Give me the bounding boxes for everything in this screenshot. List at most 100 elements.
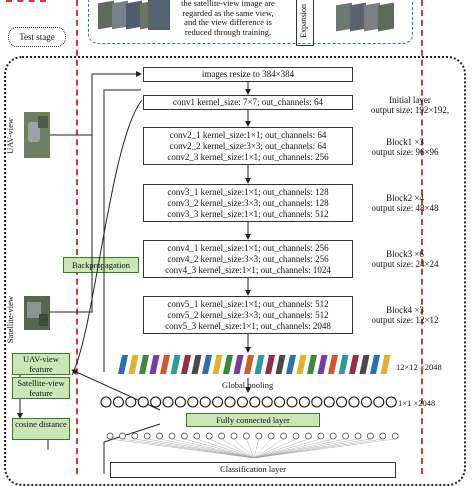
pooled-node bbox=[373, 396, 385, 408]
uav-view-image bbox=[24, 112, 50, 158]
fc-connection bbox=[253, 438, 309, 458]
feature-map-slice bbox=[265, 355, 275, 374]
block2-box: conv3_1 kernel_size:1×1; out_channels: 1… bbox=[143, 184, 353, 222]
fc-connection bbox=[184, 438, 255, 458]
red-dashed-line-right bbox=[421, 0, 423, 474]
red-dashed-line-left bbox=[76, 0, 78, 474]
fc-connection bbox=[253, 438, 396, 458]
fc-connection bbox=[209, 438, 255, 458]
fc-connection bbox=[253, 438, 272, 458]
pooled-node bbox=[336, 396, 348, 408]
feature-map-slice bbox=[349, 355, 359, 374]
feature-map-slice bbox=[128, 355, 139, 374]
block1-label: Block1 ×3 output size: 96×96 bbox=[371, 137, 439, 157]
fc-connection bbox=[134, 438, 255, 458]
feature-map-slice bbox=[286, 355, 296, 374]
pooled-node bbox=[100, 396, 112, 408]
expansion-box bbox=[296, 0, 314, 46]
resize-box: images resize to 384×384 bbox=[143, 67, 353, 82]
red-dashed-line-topleft bbox=[6, 0, 46, 2]
fc-node bbox=[218, 432, 225, 440]
pooled-node bbox=[249, 396, 261, 408]
pooled-node bbox=[274, 396, 286, 408]
fc-connection bbox=[233, 438, 255, 458]
feature-map-slice bbox=[118, 355, 128, 374]
feature-map-slice bbox=[307, 355, 317, 374]
block4-label: Block4 ×3 output size: 12×12 bbox=[371, 305, 439, 325]
top-caption: the satellite-view image are regarded as… bbox=[181, 0, 275, 37]
feature-map-slice bbox=[160, 355, 170, 374]
pooled-node bbox=[224, 396, 236, 408]
pooled-node bbox=[162, 396, 174, 408]
fc-connection bbox=[196, 438, 255, 458]
top-dashed-region bbox=[88, 0, 413, 44]
fc-nodes-row bbox=[106, 432, 399, 458]
feature-map-slice bbox=[233, 355, 244, 374]
fc-node bbox=[156, 432, 163, 440]
feature-map-slice bbox=[139, 355, 149, 374]
feature-map-slice bbox=[223, 355, 233, 374]
block3-box: conv4_1 kernel_size:1×1; out_channels: 2… bbox=[143, 240, 353, 278]
block4-box: conv5_1 kernel_size:1×1; out_channels: 5… bbox=[143, 296, 353, 334]
fc-connection bbox=[246, 438, 255, 458]
satellite-view-feature: Satellite-view feature bbox=[12, 377, 70, 399]
pooled-node bbox=[125, 396, 137, 408]
fc-node bbox=[181, 432, 188, 440]
feature-map-slice bbox=[170, 355, 181, 374]
pooled-node bbox=[187, 396, 199, 408]
test-stage-box bbox=[8, 27, 66, 47]
backpropagation-label: Backpropagation bbox=[63, 257, 139, 273]
pooled-node bbox=[298, 396, 310, 408]
fc-node bbox=[255, 432, 263, 440]
feature-map-slice bbox=[275, 355, 286, 374]
fc-node bbox=[342, 432, 350, 440]
pooled-node bbox=[360, 396, 372, 408]
pooled-node bbox=[137, 396, 149, 408]
feature-map-slice bbox=[181, 355, 191, 374]
block1-box: conv2_1 kernel_size:1×1; out_channels: 6… bbox=[143, 127, 353, 165]
fc-node bbox=[230, 432, 238, 440]
pooled-node bbox=[286, 396, 298, 408]
pooled-node bbox=[150, 396, 162, 408]
fc-connection bbox=[253, 438, 383, 458]
fc-node bbox=[168, 432, 176, 440]
feature-map-slice bbox=[380, 355, 391, 374]
pooled-node bbox=[323, 396, 335, 408]
satellite-view-image bbox=[24, 296, 50, 330]
feature-map-slice bbox=[296, 355, 307, 374]
feature-map-slice bbox=[359, 355, 370, 374]
feature-map-slice bbox=[149, 355, 160, 374]
feature-map-slice bbox=[191, 355, 202, 374]
pooled-node bbox=[348, 396, 360, 408]
fc-connection bbox=[159, 438, 255, 458]
feature-map-slice bbox=[317, 355, 328, 374]
fc-connection bbox=[253, 438, 334, 458]
fc-connection bbox=[253, 438, 346, 458]
block2-label: Block2 ×4 output size: 48×48 bbox=[371, 193, 439, 213]
fc-connection bbox=[253, 438, 359, 458]
fc-node bbox=[391, 432, 399, 440]
block3-label: Block3 ×6 output size: 24×24 bbox=[371, 249, 439, 269]
fc-node bbox=[317, 432, 325, 440]
fc-node bbox=[242, 432, 250, 440]
feature-map-row bbox=[118, 355, 391, 374]
pooled-node bbox=[112, 396, 124, 408]
classification-layer: Classification layer bbox=[110, 462, 396, 478]
fc-node bbox=[118, 432, 126, 440]
fc-node bbox=[106, 432, 114, 440]
fc-node bbox=[143, 432, 151, 440]
fc-node bbox=[379, 432, 387, 440]
fully-connected-layer: Fully connected layer bbox=[186, 413, 320, 427]
fc-connection bbox=[147, 438, 255, 458]
feature-map-slice bbox=[328, 355, 338, 374]
fc-node bbox=[366, 432, 374, 440]
fc-connection bbox=[109, 438, 255, 458]
fc-connection bbox=[171, 438, 255, 458]
feature-map-slice bbox=[370, 355, 380, 374]
fc-node bbox=[292, 432, 300, 440]
feature-map-slice bbox=[338, 355, 349, 374]
pooled-node bbox=[261, 396, 273, 408]
fc-connection bbox=[253, 438, 371, 458]
fc-node bbox=[205, 432, 213, 440]
fc-connection bbox=[253, 438, 284, 458]
